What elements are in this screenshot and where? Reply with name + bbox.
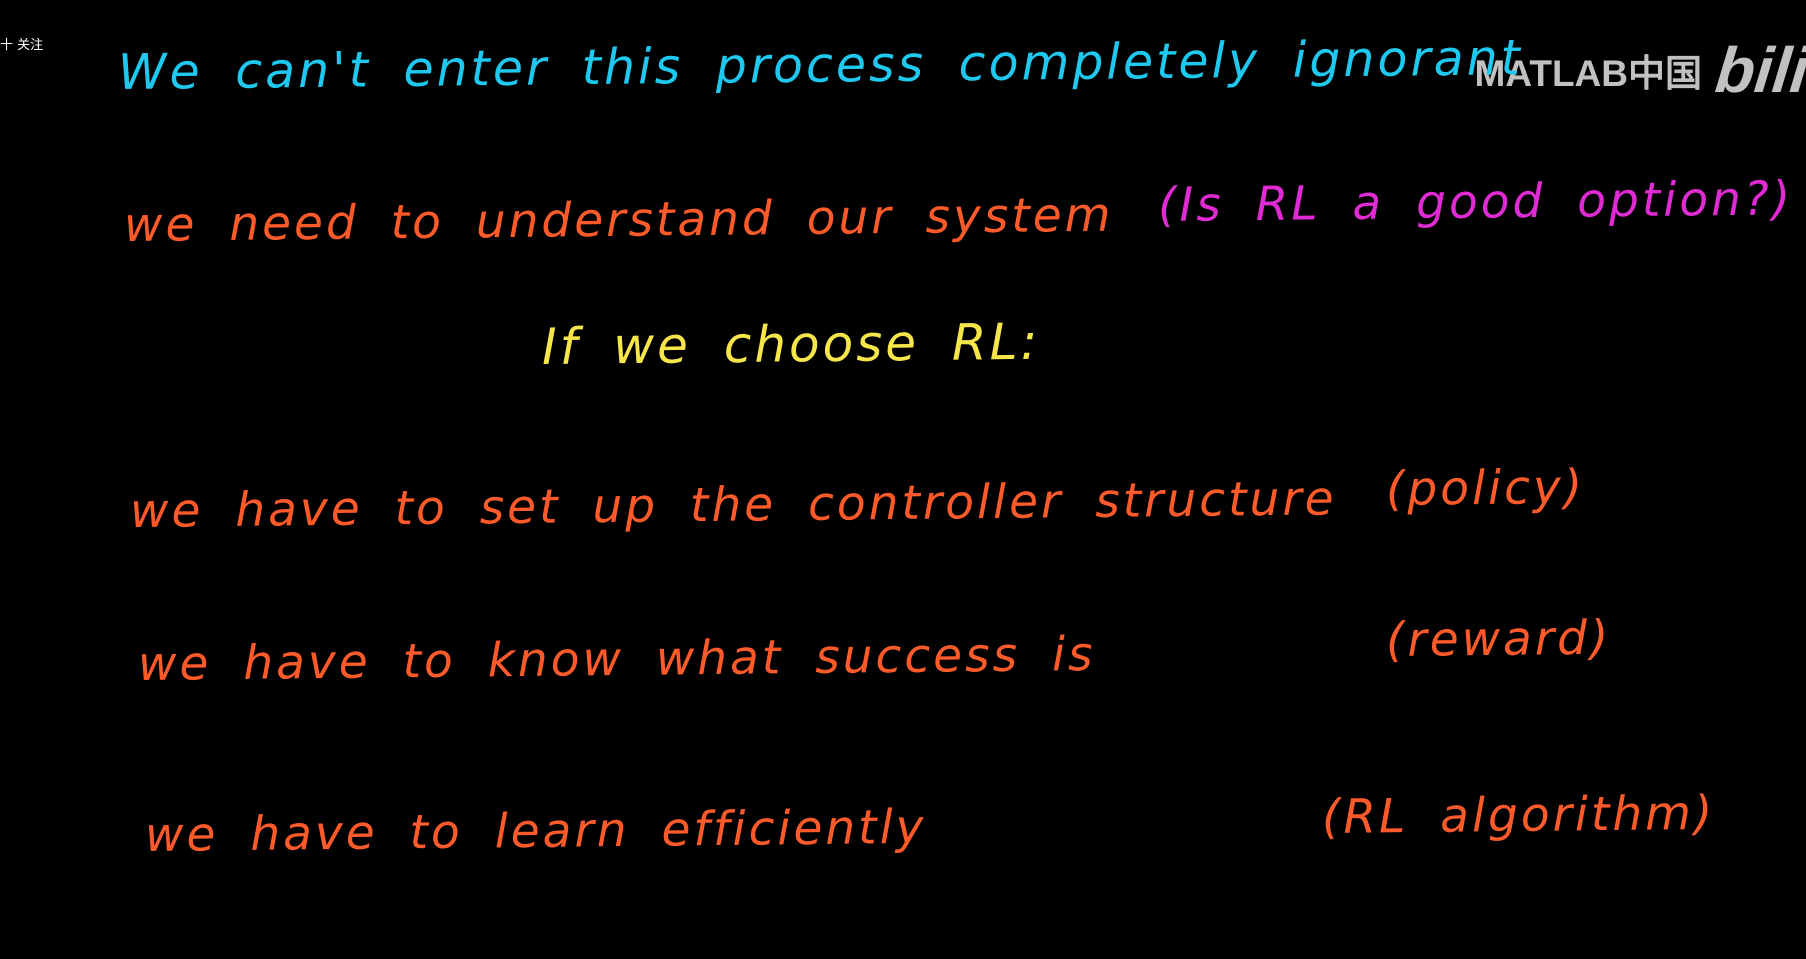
board-line-3-heading: If we choose RL: [541, 312, 1041, 376]
follow-button[interactable]: 十 关注 [0, 34, 43, 53]
board-line-6: we have to learn efficiently [144, 799, 927, 863]
board-line-2: we need to understand our system [123, 187, 1114, 253]
board-line-5: we have to know what success is [137, 626, 1096, 692]
bilibili-logo-icon: bilibili [1712, 38, 1806, 102]
board-line-6-note: (RL algorithm) [1321, 785, 1716, 845]
board-line-4-note: (policy) [1385, 459, 1586, 517]
follow-label: 十 关注 [0, 38, 44, 53]
board-line-4: we have to set up the controller structu… [129, 471, 1337, 539]
board-line-5-note: (reward) [1385, 610, 1612, 668]
board-line-2-note: (Is RL a good option?) [1157, 171, 1794, 233]
channel-watermark: MATLAB中国 bilibili [1475, 38, 1806, 102]
matlab-china-watermark: MATLAB中国 [1474, 53, 1702, 94]
board-line-1: We can't enter this process completely i… [117, 29, 1524, 101]
